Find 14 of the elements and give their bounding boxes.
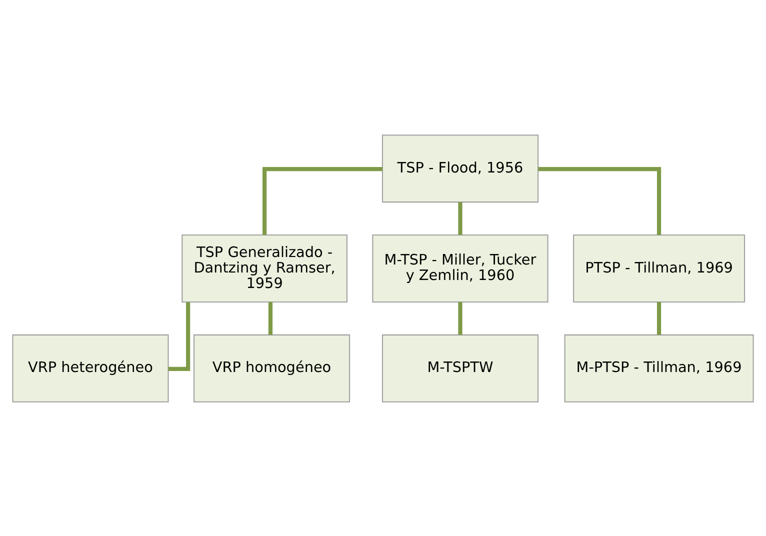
node-box: VRP heterogéneo [12,334,169,402]
node-box: M-TSP - Miller, Tucker y Zemlin, 1960 [372,234,548,302]
node-box: TSP Generalizado - Dantzing y Ramser, 1959 [182,234,348,302]
connector [262,166,382,234]
connector [538,166,662,234]
node-box: M-PTSP - Tillman, 1969 [564,334,754,402]
node-box: TSP - Flood, 1956 [382,134,539,202]
node-box: M-TSPTW [382,334,539,402]
connector [458,202,462,234]
node-box: PTSP - Tillman, 1969 [573,234,746,302]
connector [268,302,273,334]
node-box: VRP homogéneo [193,334,350,402]
connector [656,302,662,334]
connector [458,302,462,334]
